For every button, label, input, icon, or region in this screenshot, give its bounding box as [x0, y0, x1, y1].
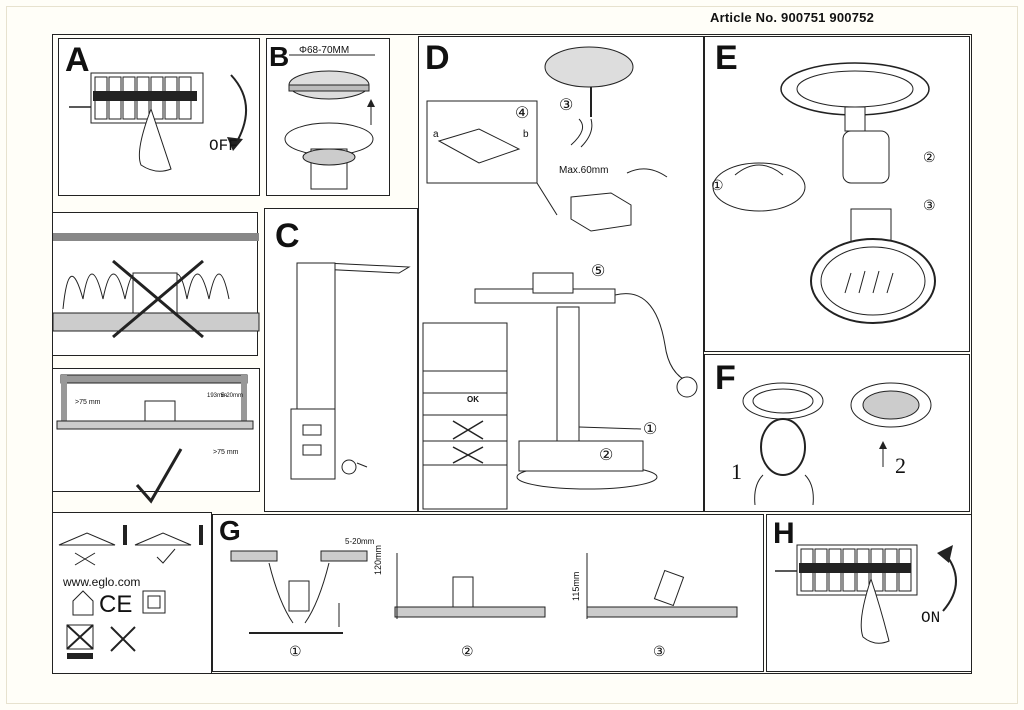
step-2-f: 2: [895, 453, 906, 478]
terminal-b: b: [523, 129, 529, 140]
bulb-insert-illustration: [712, 62, 936, 324]
panel-h-label: H: [773, 517, 795, 550]
panel-b: B Φ68-70MM: [266, 38, 390, 196]
panel-insulation-warning: [52, 212, 260, 356]
breaker-off-illustration: [69, 72, 247, 172]
article-label: Article No.: [710, 10, 778, 25]
website: www.eglo.com: [63, 575, 141, 589]
article-number: Article No. 900751 900752: [710, 10, 874, 25]
on-label: ON: [921, 609, 941, 627]
panel-a: A OFF: [58, 38, 260, 196]
panel-b-label: B: [269, 41, 290, 72]
panel-h: H ON: [766, 514, 972, 672]
panel-e: E ① ② ③: [704, 36, 970, 352]
clearance-left: >75 mm: [75, 399, 101, 406]
step-3-d: ③: [559, 97, 574, 114]
panel-c-label: C: [275, 217, 300, 255]
breaker-on-illustration: [775, 544, 957, 644]
panel-d: D ③ ④ a b Max.60mm ⑤ ① ② OK: [418, 36, 704, 512]
height-120: 120mm: [373, 544, 383, 575]
step-1-f: 1: [731, 459, 742, 484]
height-115: 115mm: [571, 571, 581, 601]
panel-compliance: www.eglo.com CE: [52, 512, 212, 674]
panel-d-label: D: [425, 39, 450, 77]
temperature-warning-illustration: [58, 525, 203, 659]
panel-e-label: E: [715, 39, 738, 77]
step-4-d: ④: [515, 105, 530, 122]
panel-g-label: G: [219, 515, 241, 546]
panel-g: G 5-20mm 120mm 115mm ① ② ③: [212, 514, 764, 672]
article-values: 900751 900752: [781, 10, 875, 25]
step-2-g: ②: [461, 643, 474, 659]
step-2-e: ②: [923, 149, 936, 165]
off-label: OFF: [209, 137, 238, 155]
clearance-right: >75 mm: [213, 449, 239, 456]
panel-c: C: [264, 208, 418, 512]
insulation-forbidden-illustration: [52, 233, 260, 339]
spring-clip-illustration: [290, 262, 411, 480]
ce-mark: CE: [99, 591, 133, 618]
step-3-e: ③: [923, 197, 936, 213]
panel-f: F 1 2: [704, 354, 970, 512]
max-length-label: Max.60mm: [559, 165, 609, 176]
panel-clearance: >75 mm 193mm 5-20mm >75 mm: [52, 368, 260, 504]
terminal-a: a: [433, 129, 439, 140]
clearance-height: 193mm: [207, 393, 228, 399]
cutout-illustration: [284, 54, 375, 190]
step-5-d: ⑤: [591, 263, 606, 280]
clearance-illustration: [56, 374, 254, 504]
clearance-gap: 5-20mm: [221, 393, 244, 399]
gap-label: 5-20mm: [345, 537, 375, 546]
panel-f-label: F: [715, 359, 736, 397]
ring-insert-illustration: [742, 382, 932, 506]
wiring-illustration: [422, 46, 698, 510]
step-1-e: ①: [711, 177, 724, 193]
installation-steps-illustration: [230, 550, 738, 634]
step-2-d: ②: [599, 447, 614, 464]
step-1-d: ①: [643, 421, 658, 438]
panel-a-label: A: [65, 41, 90, 79]
step-1-g: ①: [289, 643, 302, 659]
step-3-g: ③: [653, 643, 666, 659]
page-frame: [6, 6, 1018, 704]
ok-label: OK: [467, 395, 479, 404]
diameter-label: Φ68-70MM: [299, 45, 350, 56]
